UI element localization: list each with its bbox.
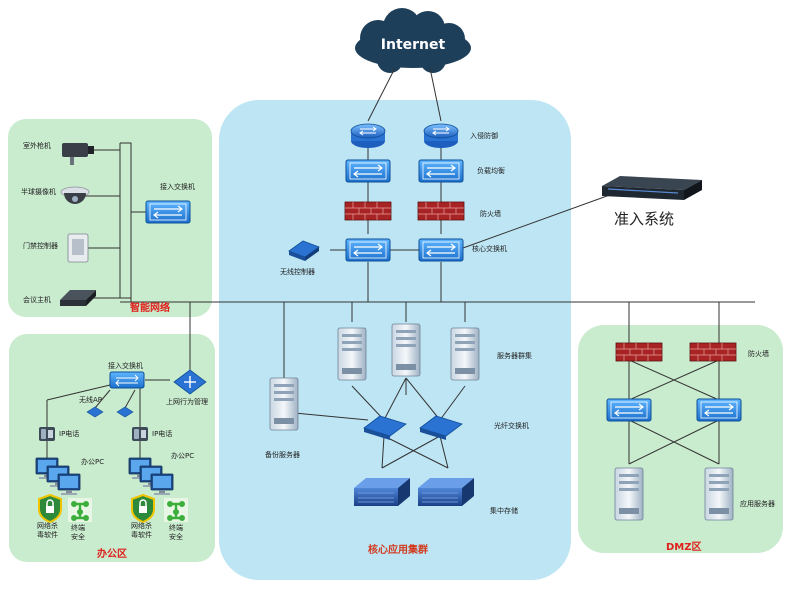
dmz-server-left-icon [614,467,644,521]
wireless-controller-label: 无线控制器 [280,268,315,276]
wireless-ap-label: 无线AP [79,396,103,404]
storage-left-icon [353,477,411,507]
office-zone-label: 办公区 [97,549,127,560]
dmz-firewall-right-icon [689,342,737,362]
office-access-switch-icon [109,371,145,389]
firewall-left-icon [344,201,392,221]
dmz-firewall-label: 防火墙 [748,350,769,358]
dome-camera-icon [60,186,90,204]
ip-phone-right-icon [132,427,148,441]
behavior-mgmt-label: 上网行为管理 [166,398,208,406]
ip-phone-left-label: IP电话 [59,430,80,438]
smart-access-switch-label: 接入交换机 [160,183,195,191]
meeting-host-icon [60,290,96,306]
server-cluster-label: 服务器群集 [497,352,532,360]
firewall-right-icon [417,201,465,221]
ip-phone-left-icon [39,427,55,441]
wireless-ap-left-icon [86,406,104,418]
behavior-mgmt-icon [173,369,207,395]
nac-appliance-icon [602,176,702,200]
smart-network-zone [8,119,212,317]
antivirus-left-label: 网络杀毒软件 [37,522,58,539]
app-server-label: 应用服务器 [740,500,775,508]
server-cluster-3-icon [450,327,480,381]
dome-camera-label: 半球摄像机 [21,188,56,196]
outdoor-camera-label: 室外枪机 [23,142,51,150]
router-right-icon [423,123,459,149]
load-balancer-left-icon [345,159,391,183]
fiber-switch-label: 光纤交换机 [494,422,529,430]
server-cluster-1-icon [337,327,367,381]
smart-network-zone-label: 智能网络 [130,303,170,314]
antivirus-left-icon [38,494,62,523]
router-left-icon [350,123,386,149]
backup-server-icon [269,377,299,431]
core-switch-left-icon [345,238,391,262]
core-zone-label: 核心应用集群 [368,545,428,556]
door-controller-label: 门禁控制器 [23,242,58,250]
load-balance-label: 负载均衡 [477,167,505,175]
endpoint-security-left-icon [66,496,94,524]
dmz-switch-left-icon [606,398,652,422]
central-storage-label: 集中存储 [490,507,518,515]
internet-cloud-icon [355,8,471,73]
endpoint-left-label: 终端安全 [71,524,85,541]
server-cluster-2-icon [391,323,421,377]
antivirus-right-label: 网络杀毒软件 [131,522,152,539]
load-balancer-right-icon [418,159,464,183]
smart-access-switch-icon [145,200,191,224]
fiber-switch-right-icon [419,415,463,440]
backup-server-label: 备份服务器 [265,451,300,459]
dmz-server-right-icon [704,467,734,521]
antivirus-right-icon [131,494,155,523]
ip-phone-right-label: IP电话 [152,430,173,438]
endpoint-right-label: 终端安全 [169,524,183,541]
storage-right-icon [417,477,475,507]
door-controller-icon [67,233,89,263]
ips-label: 入侵防御 [470,132,498,140]
connection-lines [46,67,755,469]
outdoor-camera-icon [62,143,94,165]
office-pc-left-label: 办公PC [81,458,105,466]
meeting-host-label: 会议主机 [23,296,51,304]
wireless-controller-icon [288,240,320,261]
wireless-ap-right-icon [116,406,134,418]
core-switch-label: 核心交换机 [472,245,507,253]
internet-label: Internet [380,37,446,53]
fiber-switch-left-icon [363,415,407,440]
dmz-switch-right-icon [696,398,742,422]
dmz-zone-label: DMZ区 [666,542,702,553]
endpoint-security-right-icon [162,496,190,524]
core-switch-right-icon [418,238,464,262]
office-access-switch-label: 接入交换机 [108,362,143,370]
dmz-firewall-left-icon [615,342,663,362]
office-pc-right-label: 办公PC [171,452,195,460]
nac-label: 准入系统 [614,210,675,228]
firewall-label: 防火墙 [480,210,501,218]
